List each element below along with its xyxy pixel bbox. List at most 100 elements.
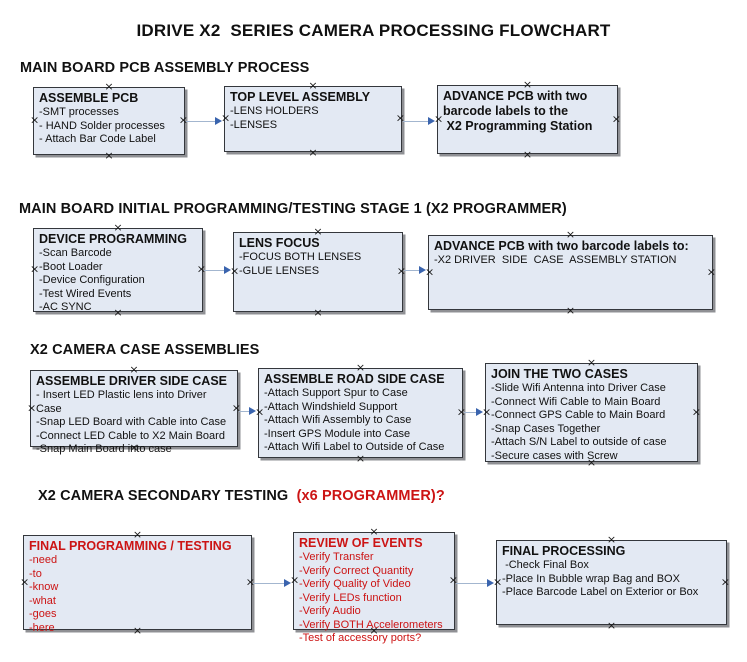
box-item: -Snap LED Board with Cable into Case [36,416,227,428]
box-item: - Attach Bar Code Label [39,133,156,145]
flow-box: ASSEMBLE PCB-SMT processes- HAND Solder … [30,81,188,161]
box-item: -need [29,554,58,566]
box-item: -Verify BOTH Accelerometers [299,618,443,631]
section-heading-text: MAIN BOARD PCB ASSEMBLY PROCESS [20,60,310,76]
box-item: -know [29,581,59,593]
connection-handle-icon: × [313,306,323,319]
connection-handle-icon: × [522,148,533,161]
flow-box: ADVANCE PCB with two barcode labels to t… [434,79,621,160]
arrow-head-icon [476,408,483,416]
arrow-head-icon [249,407,256,415]
box-item: -LENS HOLDERS [230,105,319,117]
section-heading: MAIN BOARD INITIAL PROGRAMMING/TESTING S… [19,201,567,217]
connection-handle-icon: × [355,452,366,465]
box-header: FINAL PROCESSING [502,544,626,558]
arrow-head-icon [224,266,231,274]
box-item: -Boot Loader [39,260,103,273]
box-header: ADVANCE PCB with two barcode labels to t… [443,89,593,133]
connector-arrow [204,266,231,275]
box-item: -Verify Quality of Video [299,578,411,590]
connection-handle-icon: × [493,575,503,588]
arrow-head-icon [487,579,494,587]
box-item: -Connect GPS Cable to Main Board [491,409,666,421]
box-item: -Verify Correct Quantity [299,564,414,577]
box-header: FINAL PROGRAMMING / TESTING [29,539,232,553]
arrow-line [239,410,250,413]
box-header: TOP LEVEL ASSEMBLY [230,90,371,104]
connector-arrow [404,266,426,275]
connection-handle-icon: × [425,265,435,278]
flow-box: ASSEMBLE DRIVER SIDE CASE- Insert LED Pl… [27,364,241,455]
section-heading: X2 CAMERA CASE ASSEMBLIES [30,342,259,358]
box-item: -Snap Cases Together [491,422,601,435]
box-item: -Attach Support Spur to Case [264,387,408,399]
box-item: -Verify LEDs function [299,591,402,604]
page-title: IDRIVE X2 SERIES CAMERA PROCESSING FLOWC… [136,21,611,40]
box-item: -goes [29,608,57,620]
arrow-line [186,120,216,123]
box-item: - HAND Solder processes [39,119,165,132]
box-item: -Secure cases with Screw [491,449,618,462]
connection-handle-icon: × [20,575,30,588]
arrow-head-icon [215,117,222,125]
box-item: -Scan Barcode [39,247,112,259]
box-item: -Insert GPS Module into Case [264,427,411,440]
box-item: -SMT processes [39,106,119,118]
box-item: -Place Barcode Label on Exterior or Box [502,586,699,598]
flow-box: DEVICE PROGRAMMING-Scan Barcode-Boot Loa… [30,222,206,318]
connector-arrow [456,579,494,588]
box-item: -Verify Transfer [299,551,374,563]
connection-handle-icon: × [720,575,730,588]
box-item: -Test Wired Events [39,287,132,300]
box-header: ASSEMBLE PCB [39,91,139,105]
connection-handle-icon: × [606,619,617,632]
box-item: -Place In Bubble wrap Bag and BOX [502,572,680,585]
arrow-line [456,582,488,585]
connection-handle-icon: × [30,262,40,276]
box-item: -what [29,594,56,607]
box-item: - Insert LED Plastic lens into Driver Ca… [36,389,210,415]
box-header: ASSEMBLE ROAD SIDE CASE [264,372,445,386]
box-item: -Verify Audio [299,605,361,617]
connection-handle-icon: × [104,149,114,162]
connection-handle-icon: × [290,573,300,587]
connection-handle-icon: × [706,265,716,278]
box-header: ASSEMBLE DRIVER SIDE CASE [36,374,228,388]
connector-arrow [239,407,256,416]
arrow-head-icon [284,579,291,587]
box-item: -LENSES [230,118,278,131]
connection-handle-icon: × [482,405,492,418]
flow-box: ASSEMBLE ROAD SIDE CASE-Attach Support S… [255,362,466,464]
arrow-line [253,582,285,585]
arrow-head-icon [419,266,426,274]
section-heading: MAIN BOARD PCB ASSEMBLY PROCESS [20,60,309,76]
box-item: -Attach Wifi Assembly to Case [264,414,412,426]
box-item: -AC SYNC [39,301,92,313]
box-item: -Attach S/N Label to outside of case [491,436,667,448]
box-item: -Slide Wifi Antenna into Driver Case [491,382,666,394]
box-item: -Attach Wifi Label to Outside of Case [264,441,445,453]
box-item: -FOCUS BOTH LENSES [239,251,362,263]
section-heading-text: (x6 PROGRAMMER)? [296,488,445,504]
connection-handle-icon: × [308,146,318,159]
connection-handle-icon: × [565,304,576,317]
box-item: -Test of accessory ports? [299,632,422,644]
box-header: JOIN THE TWO CASES [491,367,628,381]
arrow-head-icon [428,117,435,125]
flow-box: TOP LEVEL ASSEMBLY-LENS HOLDERS-LENSES××… [221,80,405,158]
connection-handle-icon: × [221,111,231,125]
section-heading: X2 CAMERA SECONDARY TESTING (x6 PROGRAMM… [38,488,445,504]
box-header: ADVANCE PCB with two barcode labels to: [434,239,689,253]
section-heading-text: X2 CAMERA SECONDARY TESTING [38,488,297,504]
connector-arrow [186,117,222,126]
connection-handle-icon: × [27,401,37,414]
box-item: -Connect Wifi Cable to Main Board [491,395,661,408]
arrow-line [403,120,429,123]
box-item: -Connect LED Cable to X2 Main Board [36,429,225,442]
connector-arrow [464,408,483,417]
flow-box: FINAL PROGRAMMING / TESTING-need-to-know… [20,529,255,636]
section-heading-text: MAIN BOARD INITIAL PROGRAMMING/TESTING S… [19,201,567,217]
flow-box: JOIN THE TWO CASES-Slide Wifi Antenna in… [482,357,701,468]
flow-box: LENS FOCUS-FOCUS BOTH LENSES-GLUE LENSES… [230,226,406,318]
